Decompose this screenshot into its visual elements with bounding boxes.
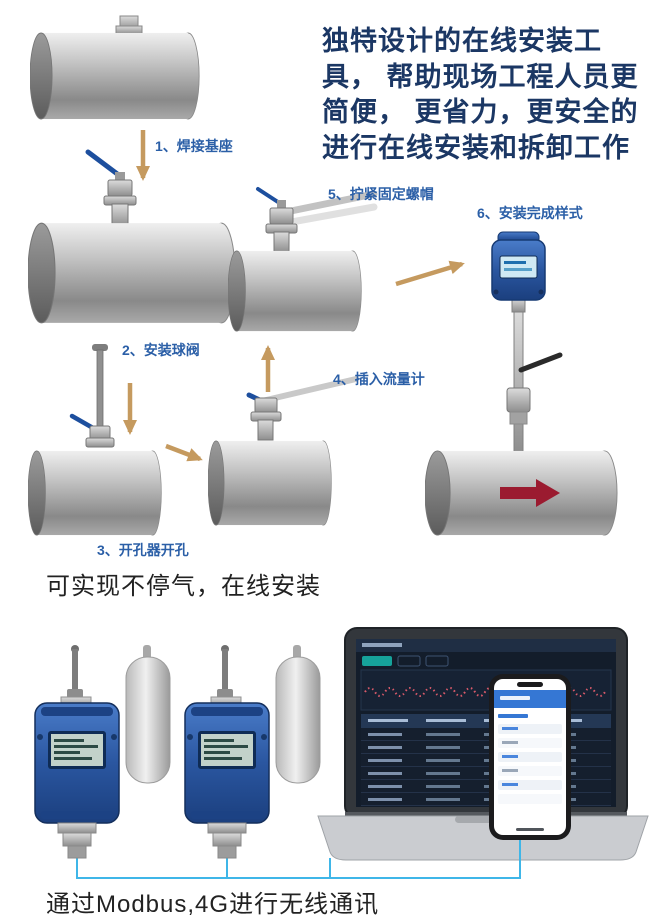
step-label-5: 5、拧紧固定螺帽	[328, 186, 434, 202]
step-label-3: 3、开孔器开孔	[97, 542, 189, 558]
intro-text: 独特设计的在线安装工具， 帮助现场工程人员更简便， 更省力，更安全的进行在线安装…	[322, 26, 639, 163]
arrow-step6-right	[395, 260, 465, 287]
phone-app-screen	[494, 690, 566, 831]
pipe-step4	[208, 376, 359, 526]
weld-base	[115, 15, 143, 35]
connection-lines	[76, 840, 521, 879]
step-label-1: 1、焊接基座	[155, 138, 233, 154]
arrow-step3-right	[165, 443, 203, 462]
pipe-step1	[30, 15, 200, 120]
caption-wireless: 通过Modbus,4G进行无线通讯	[46, 891, 380, 918]
caption-online-install: 可实现不停气，在线安装	[46, 573, 321, 600]
step-label-2: 2、安装球阀	[122, 342, 200, 358]
flow-direction-arrow	[500, 479, 560, 507]
tightening-tool-icon	[282, 190, 378, 227]
hole-opener-tool-icon	[69, 344, 115, 448]
step-arrows	[123, 130, 465, 462]
ball-valve-icon	[85, 149, 137, 227]
pipe-step2	[28, 149, 236, 324]
ball-valve-lever-icon	[246, 376, 359, 441]
step-label-6: 6、安装完成样式	[477, 205, 583, 221]
flow-meter	[491, 231, 563, 453]
step-label-4: 4、插入流量计	[333, 371, 425, 387]
pipe-step6	[425, 231, 618, 536]
ball-valve-icon	[256, 187, 298, 253]
smartphone	[489, 674, 571, 840]
laptop	[317, 627, 649, 861]
pipe-step3	[28, 344, 162, 536]
gas-detector-1	[34, 644, 171, 859]
pipe-step5	[228, 187, 378, 332]
gas-detector-2	[184, 644, 321, 859]
